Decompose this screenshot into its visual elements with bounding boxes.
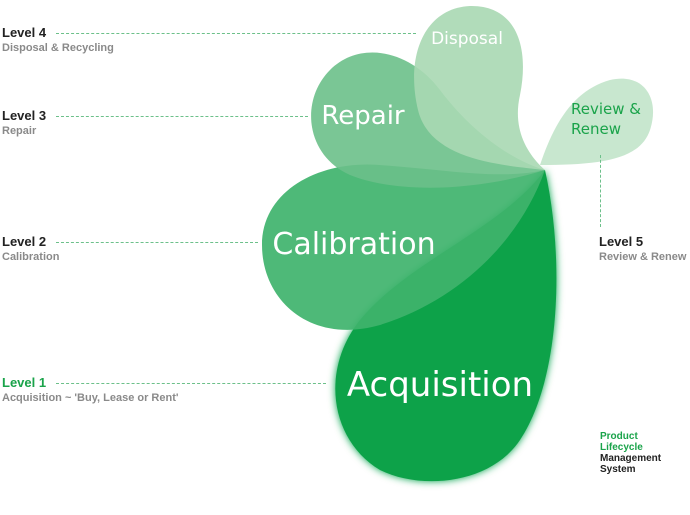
level3-title: Level 3 [2, 108, 47, 123]
level5-connector [600, 155, 601, 227]
level4-label: Level 4 Disposal & Recycling [2, 25, 114, 56]
level5-label: Level 5 Review & Renew [599, 234, 686, 265]
acquisition-label: Acquisition [347, 365, 533, 405]
level2-label: Level 2 Calibration [2, 234, 59, 265]
level2-connector [56, 242, 258, 243]
level1-title: Level 1 [2, 375, 47, 390]
level1-subtitle: Acquisition ~ 'Buy, Lease or Rent' [2, 392, 179, 404]
level4-connector [56, 33, 416, 34]
review-label-line2: Renew [571, 120, 621, 138]
level5-subtitle: Review & Renew [599, 251, 687, 263]
level4-subtitle: Disposal & Recycling [2, 42, 114, 54]
level5-title: Level 5 [599, 234, 644, 249]
level4-title: Level 4 [2, 25, 47, 40]
plm-logo-line3: Management [600, 453, 662, 464]
review-label-line1: Review & [571, 100, 641, 118]
disposal-petal [414, 5, 545, 171]
plm-logo-line2: Lifecycle [600, 442, 643, 453]
acquisition-petal [335, 170, 557, 482]
level1-connector [56, 383, 326, 384]
level2-title: Level 2 [2, 234, 47, 249]
review-petal [540, 78, 654, 165]
plm-logo: Product Lifecycle Management System [600, 431, 661, 475]
repair-label: Repair [321, 101, 405, 131]
level3-connector [56, 116, 308, 117]
level2-subtitle: Calibration [2, 251, 60, 263]
calibration-petal [262, 164, 545, 330]
calibration-label: Calibration [272, 227, 435, 262]
level1-label: Level 1 Acquisition ~ 'Buy, Lease or Ren… [2, 375, 178, 406]
disposal-label: Disposal [431, 29, 503, 49]
level3-label: Level 3 Repair [2, 108, 46, 139]
plm-logo-line4: System [600, 464, 636, 475]
level3-subtitle: Repair [2, 125, 37, 137]
plm-logo-line1: Product [600, 431, 638, 442]
